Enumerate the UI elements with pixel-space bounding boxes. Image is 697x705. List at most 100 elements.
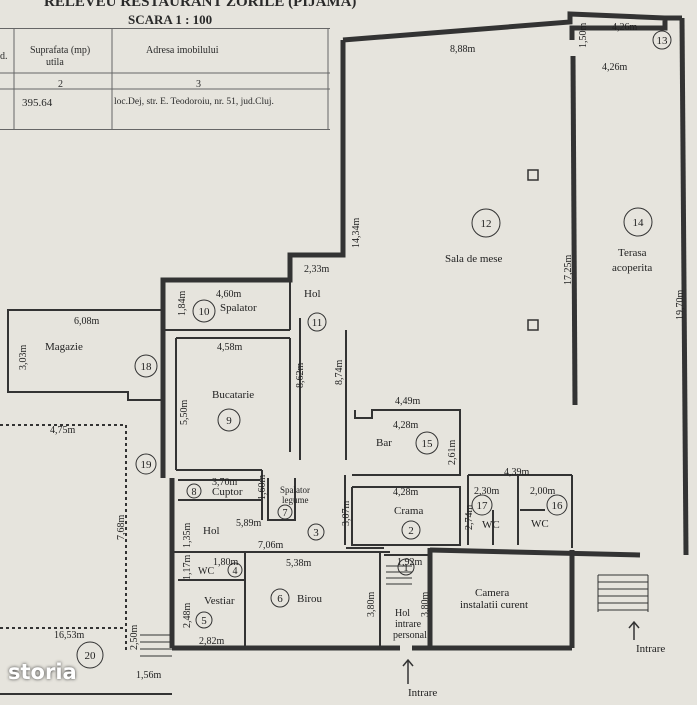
dim-192: 1,92m [397,557,423,568]
dim-261: 2,61m [447,440,458,466]
dim-589: 5,89m [236,518,262,529]
room-marker-19: 19 [135,453,157,475]
room-name-hol-intrare-1: Hol [395,608,410,619]
room-num-17: 17 [477,500,489,512]
room-name-magazie: Magazie [45,341,83,353]
dim-426-mid: 4,26m [602,62,628,73]
dim-475: 4,75m [50,425,76,436]
room-num-7: 7 [283,508,288,519]
table-col-nr: d. [0,51,8,62]
wall-bar [352,409,461,476]
dim-428-crama: 4,28m [393,487,419,498]
room-name-terasa-1: Terasa [618,247,647,259]
room-name-terasa-2: acoperita [612,262,652,274]
dim-706: 7,06m [258,540,284,551]
room-num-3: 3 [313,527,319,539]
dim-200: 2,00m [530,486,556,497]
room-name-cuptor: Cuptor [212,486,243,498]
room-circles: 1 2 3 4 5 6 7 8 9 10 11 12 13 14 15 16 1… [76,30,672,669]
table-address-value: loc.Dej, str. E. Teodoroiu, nr. 51, jud.… [114,97,274,107]
room-marker-8: 8 [186,483,202,499]
room-num-19: 19 [141,459,153,471]
room-name-hol-intrare-2: intrare [395,619,422,630]
walls [160,11,689,651]
room-name-spalator-legume-1: Spalator [280,485,310,495]
dim-1653: 16,53m [54,630,85,641]
room-name-bucatarie: Bucatarie [212,389,254,401]
dim-233: 2,33m [304,264,330,275]
dim-862: 8,62m [295,363,306,389]
room-name-wc-4: WC [198,566,214,577]
room-name-wc-16: WC [531,518,549,530]
room-num-1: 1 [403,562,409,574]
room-marker-2: 2 [401,520,421,540]
plan-title: RELEVEU RESTAURANT ZORILE (PIJAMA) [44,0,357,10]
pillar-2 [527,319,539,331]
room-name-spalator: Spalator [220,302,257,314]
pillar-1 [527,169,539,181]
room-num-13: 13 [657,35,669,47]
dim-282: 2,82m [199,636,225,647]
room-marker-18: 18 [134,354,158,378]
plan-scale: SCARA 1 : 100 [128,12,213,27]
dim-274: 2,74m [464,505,475,531]
room-name-crama: Crama [394,505,423,517]
room-marker-7: 7 [277,504,293,520]
room-num-8: 8 [192,487,197,498]
room-marker-12: 12 [471,208,501,238]
room-num-15: 15 [422,438,434,450]
room-names: Sala de mese Terasa acoperita Spalator H… [45,247,665,699]
room-num-16: 16 [552,500,564,512]
wall-spalator-legume [267,478,296,521]
dim-117: 1,17m [182,555,193,581]
room-marker-17: 17 [471,494,493,516]
table-col-area2: utila [46,57,64,68]
inner-walls [0,280,573,695]
wall-hall-left [160,40,346,400]
dim-184: 1,84m [177,291,188,317]
room-name-hol-11: Hol [304,288,321,300]
wall-terrace [570,55,578,406]
dim-460: 4,60m [216,289,242,300]
room-marker-16: 16 [546,494,568,516]
room-name-wc-17: WC [482,519,500,531]
dim-248: 2,48m [182,603,193,629]
room-num-9: 9 [226,415,232,427]
dim-156: 1,56m [136,670,162,681]
table-area-value: 395.64 [22,97,53,109]
dim-439: 4,39m [504,467,530,478]
room-name-spalator-legume-2: legume [282,495,309,505]
room-num-10: 10 [199,306,211,318]
dim-449: 4,49m [395,396,421,407]
storia-watermark: storia [8,660,77,684]
room-num-20: 20 [85,650,97,662]
room-marker-15: 15 [415,431,439,455]
dim-370: 3,70m [212,477,238,488]
dim-550: 5,50m [179,400,190,426]
room-marker-11: 11 [307,312,327,332]
room-marker-20: 20 [76,641,104,669]
room-marker-6: 6 [270,588,290,608]
room-name-vestiar: Vestiar [204,595,235,607]
dim-230: 2,30m [474,486,500,497]
dim-1970: 19,70m [675,290,686,321]
room-name-sala: Sala de mese [445,253,503,265]
room-num-6: 6 [277,593,283,605]
dim-180: 1,80m [213,557,239,568]
room-marker-13: 13 [652,30,672,50]
dim-428-bar: 4,28m [393,420,419,431]
fence-19 [0,424,127,650]
room-marker-14: 14 [623,207,653,237]
dimensions: 8,88m 4,26m 4,26m 1,50m 14,34m 17,25m 19… [18,22,686,681]
table-col-address: Adresa imobilului [146,45,219,56]
label-intrare-bottom: Intrare [408,687,437,699]
room-marker-9: 9 [217,408,241,432]
dim-160: 1,60m [257,475,268,501]
dim-1725: 17,25m [563,255,574,286]
dim-1434: 14,34m [351,218,362,249]
room-marker-3: 3 [307,523,325,541]
dim-150: 1,50m [578,23,589,49]
